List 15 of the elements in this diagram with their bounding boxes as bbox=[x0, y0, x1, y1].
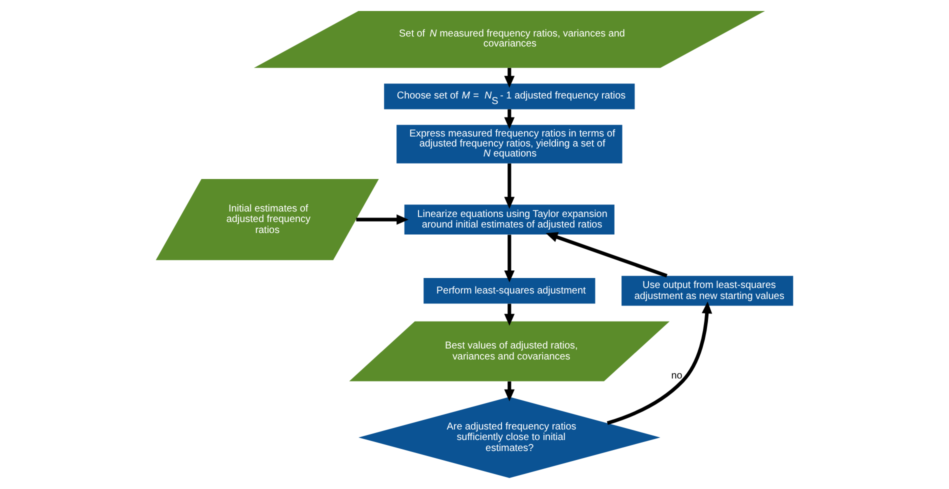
arrow bbox=[504, 164, 515, 209]
node-box: Use output from least-squares adjustment as new starting values bbox=[622, 276, 794, 306]
arrow bbox=[546, 232, 668, 278]
arrow bbox=[504, 109, 515, 130]
arrow bbox=[504, 304, 515, 326]
arrow bbox=[504, 381, 515, 402]
edge-label: no bbox=[671, 370, 682, 382]
node-box: Linearize equations using Taylor expansion around initial estimates of adjusted ratios bbox=[404, 204, 614, 235]
arrow bbox=[504, 68, 515, 88]
node-box: Express measured frequency ratios in terms of adjusted frequency ratios, yielding a set of N equations bbox=[396, 124, 622, 164]
arrow bbox=[504, 234, 515, 282]
node-box: Perform least-squares adjustment bbox=[424, 278, 596, 304]
arrow bbox=[356, 214, 409, 225]
arrow bbox=[606, 302, 712, 425]
node-diamond: Are adjusted frequency ratios sufficiently close to initial estimates? bbox=[358, 396, 660, 478]
